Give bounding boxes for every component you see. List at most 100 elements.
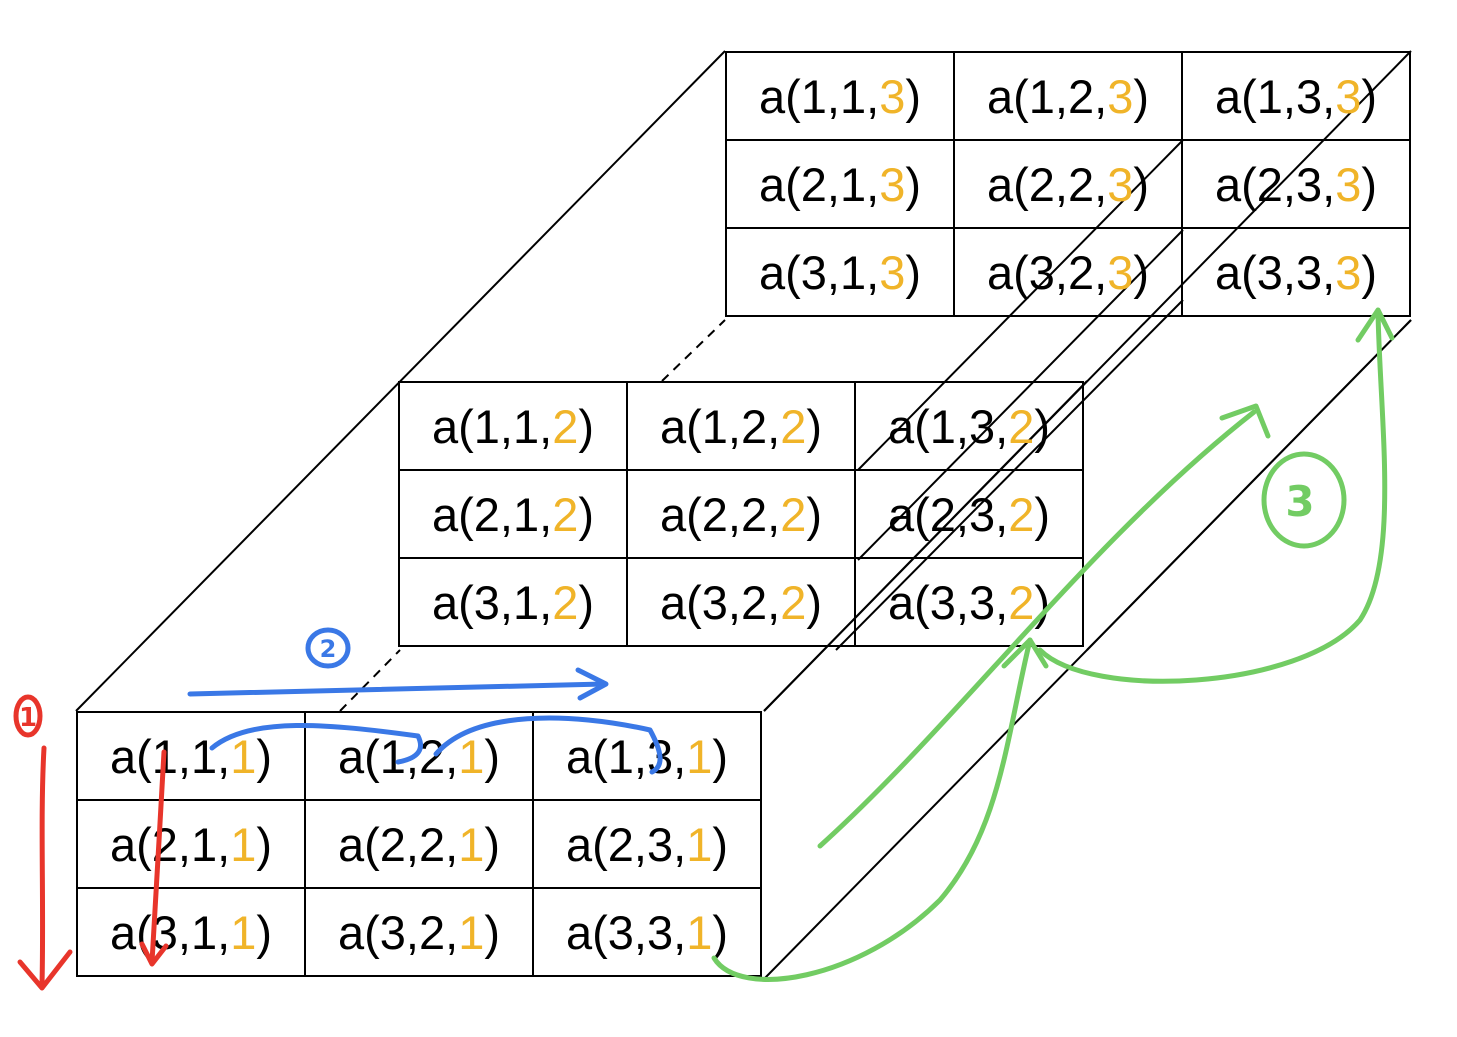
cell-k-index: 1: [686, 729, 713, 783]
cell-k-index: 1: [686, 817, 713, 871]
cell-prefix: a(2,2,: [338, 817, 459, 871]
cell-3-3-3: a(3,3,3): [1181, 227, 1411, 317]
cell-prefix: a(2,2,: [987, 157, 1108, 211]
cell-3-3-1: a(3,3,1): [532, 887, 762, 977]
layer-3-grid: a(1,1,3) a(1,2,3) a(1,3,3) a(2,1,3) a(2,…: [725, 51, 1411, 317]
cell-k-index: 2: [552, 399, 579, 453]
box-edge-top-left: [75, 50, 726, 712]
cell-prefix: a(2,3,: [1215, 157, 1336, 211]
cell-suffix: ): [1133, 157, 1149, 211]
cell-suffix: ): [806, 575, 822, 629]
axis1-number: 1: [19, 703, 37, 733]
cell-2-1-3: a(2,1,3): [725, 139, 955, 229]
layer-2-grid: a(1,1,2) a(1,2,2) a(1,3,2) a(2,1,2) a(2,…: [398, 381, 1084, 647]
cell-3-2-1: a(3,2,1): [304, 887, 534, 977]
axis1-arrow-shaft: [39, 745, 47, 988]
axis1-annotation: 1: [13, 694, 169, 991]
cell-suffix: ): [1361, 245, 1377, 299]
axis3-outer-arrow-head: [1219, 403, 1271, 439]
axis2-inner-arrow-1: [209, 722, 423, 765]
axis3-annotation: 3: [711, 307, 1395, 982]
cell-suffix: ): [256, 817, 272, 871]
layer-2-row-2: a(2,1,2) a(2,2,2) a(2,3,2): [398, 469, 1084, 559]
axis2-annotation: 2: [187, 627, 663, 775]
cell-3-3-2: a(3,3,2): [854, 557, 1084, 647]
cell-prefix: a(3,1,: [759, 245, 880, 299]
layer-2-row-3: a(3,1,2) a(3,2, 2) a(3,3,2): [398, 557, 1084, 647]
cell-prefix: a(2,2,: [660, 487, 781, 541]
cell-suffix: ): [712, 729, 728, 783]
cell-prefix: a(1,3,: [1215, 69, 1336, 123]
cell-suffix: ): [484, 817, 500, 871]
cell-suffix: ): [806, 487, 822, 541]
cell-prefix: a(3,3,: [1215, 245, 1336, 299]
axis3-curve-1-head: [1001, 637, 1049, 669]
axis2-number: 2: [320, 635, 337, 663]
cell-prefix: a(2,3,: [888, 487, 1009, 541]
cell-prefix: a(3,2,: [660, 575, 781, 629]
cell-1-3-3: a(1,3,3): [1181, 51, 1411, 141]
cell-suffix: ): [1034, 399, 1050, 453]
cell-k-index: 3: [1107, 69, 1134, 123]
axis3-circle: [1261, 451, 1347, 549]
cell-suffix: ): [256, 729, 272, 783]
cell-prefix: a(1,2,: [338, 729, 459, 783]
cell-k-index: 1: [230, 729, 257, 783]
cell-1-2-3: a(1,2,3): [953, 51, 1183, 141]
cell-k-index: 1: [458, 817, 485, 871]
cell-prefix: a(3,3,: [566, 905, 687, 959]
cell-k-index: 3: [879, 245, 906, 299]
cell-2-1-1: a(2,1,1): [76, 799, 306, 889]
cell-2-2-3: a(2,2,3): [953, 139, 1183, 229]
cell-1-1-2: a(1,1,2): [398, 381, 628, 471]
layer-3-row-1: a(1,1,3) a(1,2,3) a(1,3,3): [725, 51, 1411, 141]
cell-suffix: ): [712, 905, 728, 959]
axis3-curve-1: [711, 637, 1033, 982]
cell-k-index: 2: [780, 487, 807, 541]
cell-2-2-2: a(2,2,2): [626, 469, 856, 559]
axis3-number: 3: [1285, 477, 1314, 526]
cell-k-index: 1: [458, 729, 485, 783]
axis2-circle: [305, 627, 351, 669]
axis2-arrow-head: [575, 667, 609, 701]
cell-prefix: a(3,3,: [888, 575, 1009, 629]
cell-k-index: 2: [552, 575, 579, 629]
cell-prefix: a(2,3,: [566, 817, 687, 871]
cell-k-index: 3: [1335, 157, 1362, 211]
axis3-curve-2: [1037, 309, 1388, 684]
cell-prefix: a(2,1,: [759, 157, 880, 211]
cell-k-index: 2: [1008, 487, 1035, 541]
cell-suffix: ): [256, 905, 272, 959]
cell-prefix: a(2,1,: [432, 487, 553, 541]
cell-suffix: ): [484, 729, 500, 783]
cell-prefix: a(1,2,: [660, 399, 781, 453]
cell-k-index: 2: [1008, 399, 1035, 453]
cell-suffix: ): [1034, 487, 1050, 541]
cell-2-2-1: a(2,2,1): [304, 799, 534, 889]
cell-1-3-1: a(1,3,1): [532, 711, 762, 801]
hidden-edge-front: [339, 649, 401, 712]
cell-k-index: 3: [1335, 245, 1362, 299]
cell-k-index: 1: [686, 905, 713, 959]
cell-1-1-3: a(1,1,3): [725, 51, 955, 141]
cell-1-2-2: a(1,2,2): [626, 381, 856, 471]
cell-prefix: a(1,1,: [432, 399, 553, 453]
cell-suffix: ): [578, 575, 594, 629]
cell-suffix: ): [1133, 245, 1149, 299]
cell-2-1-2: a(2,1,2): [398, 469, 628, 559]
cell-prefix: a(3,2,: [338, 905, 459, 959]
cell-k-index: 2: [780, 399, 807, 453]
cell-k-index: 1: [230, 817, 257, 871]
cell-3-1-2: a(3,1,2): [398, 557, 628, 647]
cell-2-3-3: a(2,3,3): [1181, 139, 1411, 229]
cell-3-1-3: a(3,1,3): [725, 227, 955, 317]
cell-suffix: ): [578, 487, 594, 541]
layer-1-row-3: a(3,1,1) a(3,2,1) a(3,3,1): [76, 887, 762, 977]
cell-k-index: 3: [879, 69, 906, 123]
cell-1-3-2: a(1,3,2): [854, 381, 1084, 471]
cell-2-3-1: a(2,3,1): [532, 799, 762, 889]
inner-edge-bottom: [1086, 319, 1412, 651]
cell-suffix: ): [484, 905, 500, 959]
